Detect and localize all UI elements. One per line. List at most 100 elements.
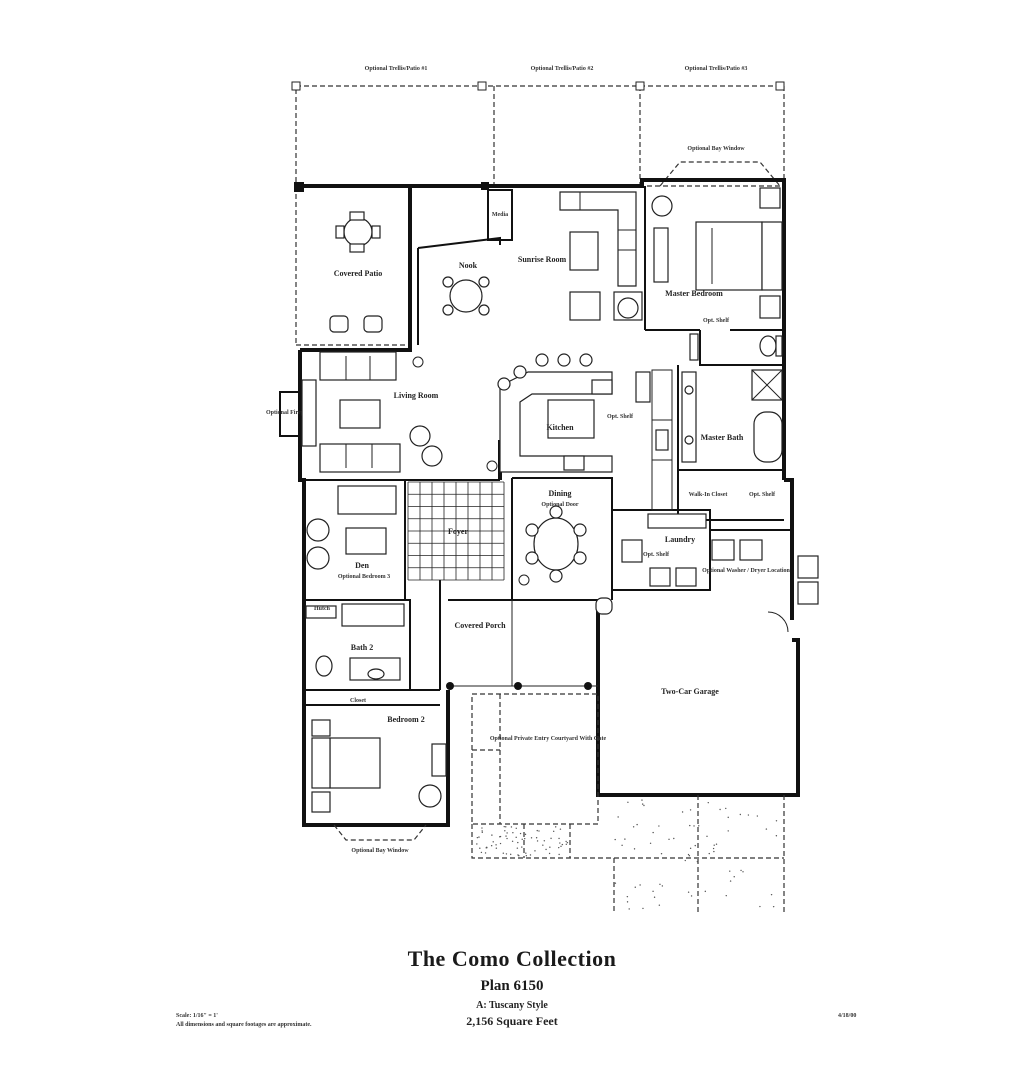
den-optional-label: Optional Bedroom 3 — [338, 574, 390, 580]
speckle — [478, 836, 480, 838]
interior-walls — [304, 186, 792, 706]
speckle — [505, 835, 507, 837]
speckle — [492, 841, 494, 843]
speckle — [524, 833, 527, 836]
foyer-label: Foyer — [448, 527, 468, 536]
two-car-garage-label: Two-Car Garage — [661, 687, 719, 696]
dining-optional-label: Optional Door — [541, 502, 579, 508]
speckle — [715, 843, 718, 845]
speckle — [506, 832, 508, 834]
garage-door-swing — [767, 611, 789, 633]
speckle — [747, 814, 750, 816]
speckle — [634, 886, 636, 888]
speckle — [512, 831, 514, 834]
speckle — [536, 829, 538, 832]
closet-label: Closet — [350, 698, 366, 704]
nook-table — [442, 276, 490, 316]
driveway-texture — [476, 799, 778, 910]
driveway — [471, 795, 785, 912]
speckle — [479, 847, 481, 849]
nook-label: Nook — [459, 261, 478, 270]
covered-porch-label: Covered Porch — [454, 621, 506, 630]
speckle — [636, 823, 638, 826]
bath2-fixtures — [305, 603, 405, 681]
bay-window-bed2 — [333, 824, 427, 841]
speckle — [559, 828, 562, 830]
speckle — [480, 851, 483, 854]
speckle — [519, 832, 522, 835]
speckle — [688, 855, 691, 857]
speckle — [621, 844, 623, 847]
speckle — [733, 876, 735, 878]
speckle — [495, 847, 498, 849]
fireplace — [279, 391, 301, 437]
speckle — [545, 848, 547, 851]
speckle — [510, 853, 512, 856]
speckle — [499, 835, 502, 838]
speckle — [529, 854, 532, 856]
bedroom2-label: Bedroom 2 — [387, 715, 424, 724]
speckle — [693, 825, 695, 827]
speckle — [521, 846, 523, 848]
exterior-walls — [298, 178, 800, 827]
speckle — [689, 809, 692, 811]
speckle — [628, 908, 630, 910]
speckle — [660, 853, 663, 855]
speckle — [505, 826, 507, 828]
kitchen-label: Kitchen — [546, 423, 574, 432]
speckle — [624, 838, 626, 840]
speckle — [684, 859, 686, 862]
speckle — [614, 838, 616, 841]
speckle — [534, 850, 536, 852]
speckle — [759, 905, 761, 908]
speckle — [566, 841, 569, 844]
speckle — [658, 904, 661, 906]
speckle — [506, 837, 508, 840]
speckle — [565, 843, 568, 845]
speckle — [641, 799, 643, 801]
speckle — [614, 882, 617, 884]
speckle — [643, 804, 645, 807]
laundry-fixtures — [621, 513, 707, 587]
plan-number: Plan 6150 — [480, 978, 544, 994]
speckle — [481, 831, 483, 834]
scale-text: Scale: 1/16" = 1' — [176, 1013, 218, 1019]
kitchen-counters — [497, 353, 651, 473]
speckle — [495, 844, 497, 846]
speckle — [548, 852, 551, 855]
speckle — [558, 837, 560, 840]
speckle — [511, 840, 514, 842]
dimension-note: All dimensions and square footages are a… — [176, 1022, 312, 1028]
media-label: Media — [492, 212, 508, 218]
optional-bay-window-master-label: Optional Bay Window — [687, 146, 745, 152]
bath-opt-shelf-label: Opt. Shelf — [749, 492, 776, 498]
speckle — [550, 837, 552, 840]
speckle — [632, 826, 635, 828]
speckle — [476, 836, 479, 839]
speckle — [727, 830, 729, 832]
speckle — [524, 837, 526, 840]
speckle — [690, 895, 693, 897]
speckle — [713, 844, 715, 846]
speckle — [639, 884, 641, 886]
speckle — [725, 807, 727, 810]
speckle — [558, 846, 560, 849]
speckle — [681, 811, 684, 813]
speckle — [727, 816, 729, 819]
dining-table — [525, 505, 587, 583]
speckle — [485, 846, 488, 848]
optional-fireplace-label: Optional Fireplace — [266, 410, 314, 416]
laundry-label: Laundry — [665, 535, 695, 544]
speckle — [642, 907, 644, 910]
speckle — [481, 827, 483, 829]
water-heater — [595, 597, 613, 615]
speckle — [775, 820, 778, 822]
speckle — [626, 901, 629, 903]
foyer-tile — [407, 481, 505, 581]
speckle — [542, 844, 544, 846]
speckle — [641, 803, 644, 805]
speckle — [515, 836, 517, 839]
speckle — [505, 853, 508, 855]
speckle — [518, 855, 520, 857]
speckle — [481, 830, 483, 832]
